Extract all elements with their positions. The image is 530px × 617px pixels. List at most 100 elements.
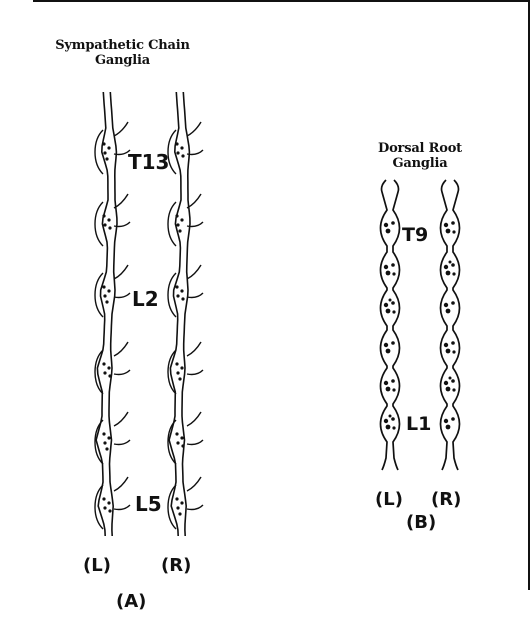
ramus-line: [187, 293, 203, 298]
labeled-neuron-dot: [444, 223, 448, 227]
ramus-line: [114, 122, 128, 136]
panel-b-side-left: (L): [375, 489, 403, 510]
labeled-neuron-dot: [451, 263, 455, 267]
labeled-neuron-dot: [176, 371, 179, 374]
labeled-neuron-dot: [105, 157, 108, 160]
labeled-neuron-dot: [391, 417, 395, 421]
labeled-neuron-dot: [392, 388, 395, 391]
labeled-neuron-dot: [391, 263, 395, 267]
labeled-neuron-dot: [386, 349, 391, 354]
panel-a-side-left: (L): [83, 555, 111, 576]
labeled-neuron-dot: [102, 214, 105, 217]
labeled-neuron-dot: [102, 497, 105, 500]
labeled-neuron-dot: [391, 221, 395, 225]
labeled-neuron-dot: [180, 289, 183, 292]
labeled-neuron-dot: [384, 223, 388, 227]
labeled-neuron-dot: [386, 387, 391, 392]
labeled-neuron-dot: [176, 151, 179, 154]
labeled-neuron-dot: [391, 341, 395, 345]
labeled-neuron-dot: [386, 229, 391, 234]
labeled-neuron-dot: [178, 229, 181, 232]
labeled-neuron-dot: [452, 388, 455, 391]
labeled-neuron-dot: [181, 297, 184, 300]
labeled-neuron-dot: [392, 272, 395, 275]
labeled-neuron-dot: [451, 341, 455, 345]
labeled-neuron-dot: [102, 142, 105, 145]
labeled-neuron-dot: [451, 417, 455, 421]
labeled-neuron-dot: [107, 366, 110, 369]
panel-a-label: (A): [116, 591, 146, 612]
labeled-neuron-dot: [446, 229, 451, 234]
labeled-neuron-dot: [103, 371, 106, 374]
ramus-line: [114, 293, 130, 298]
labeled-neuron-dot: [389, 415, 392, 418]
ramus-line: [114, 342, 128, 356]
labeled-neuron-dot: [175, 432, 178, 435]
labeled-neuron-dot: [105, 300, 108, 303]
labeled-neuron-dot: [176, 294, 179, 297]
level-label-t13: T13: [128, 150, 169, 174]
labeled-neuron-dot: [103, 441, 106, 444]
labeled-neuron-dot: [108, 374, 111, 377]
labeled-neuron-dot: [175, 362, 178, 365]
panel-b-title-line1: Dorsal Root: [365, 141, 475, 156]
labeled-neuron-dot: [103, 506, 106, 509]
labeled-neuron-dot: [391, 379, 395, 383]
ramus-line: [114, 265, 128, 279]
ramus-line: [187, 440, 203, 445]
labeled-neuron-dot: [384, 265, 388, 269]
labeled-neuron-dot: [386, 309, 391, 314]
ramus-line: [187, 505, 203, 510]
labeled-neuron-dot: [452, 230, 455, 233]
level-label-l1: L1: [406, 413, 431, 435]
labeled-neuron-dot: [446, 271, 451, 276]
labeled-neuron-dot: [178, 512, 181, 515]
labeled-neuron-dot: [103, 223, 106, 226]
panel-b-title-line2: Ganglia: [365, 156, 475, 171]
labeled-neuron-dot: [451, 221, 455, 225]
labeled-neuron-dot: [446, 387, 451, 392]
panel-a-title: Sympathetic Chain Ganglia: [55, 38, 190, 68]
labeled-neuron-dot: [107, 501, 110, 504]
labeled-neuron-dot: [386, 271, 391, 276]
labeled-neuron-dot: [107, 218, 110, 221]
labeled-neuron-dot: [451, 379, 455, 383]
labeled-neuron-dot: [180, 501, 183, 504]
panel-a-side-right: (R): [161, 555, 191, 576]
ganglion-outline: [95, 273, 103, 317]
labeled-neuron-dot: [392, 426, 395, 429]
labeled-neuron-dot: [175, 142, 178, 145]
labeled-neuron-dot: [102, 362, 105, 365]
trunk-strand: [182, 92, 190, 536]
labeled-neuron-dot: [107, 289, 110, 292]
labeled-neuron-dot: [180, 436, 183, 439]
ramus-line: [187, 477, 201, 491]
labeled-neuron-dot: [176, 506, 179, 509]
labeled-neuron-dot: [444, 419, 448, 423]
labeled-neuron-dot: [176, 441, 179, 444]
ganglion-outline: [168, 273, 176, 317]
labeled-neuron-dot: [102, 285, 105, 288]
labeled-neuron-dot: [446, 349, 451, 354]
labeled-neuron-dot: [108, 509, 111, 512]
labeled-neuron-dot: [180, 218, 183, 221]
panel-b-label: (B): [406, 512, 436, 533]
level-label-l5: L5: [135, 492, 162, 516]
labeled-neuron-dot: [386, 425, 391, 430]
level-label-l2: L2: [132, 287, 159, 311]
labeled-neuron-dot: [452, 350, 455, 353]
panel-a-title-line1: Sympathetic Chain: [55, 38, 190, 53]
labeled-neuron-dot: [180, 146, 183, 149]
trunk-strand: [109, 92, 117, 536]
labeled-neuron-dot: [107, 146, 110, 149]
panel-b-title: Dorsal Root Ganglia: [365, 141, 475, 171]
ramus-line: [187, 265, 201, 279]
labeled-neuron-dot: [391, 301, 395, 305]
labeled-neuron-dot: [384, 419, 388, 423]
labeled-neuron-dot: [451, 301, 455, 305]
labeled-neuron-dot: [102, 432, 105, 435]
labeled-neuron-dot: [175, 497, 178, 500]
ramus-line: [187, 342, 201, 356]
ramus-line: [187, 122, 201, 136]
